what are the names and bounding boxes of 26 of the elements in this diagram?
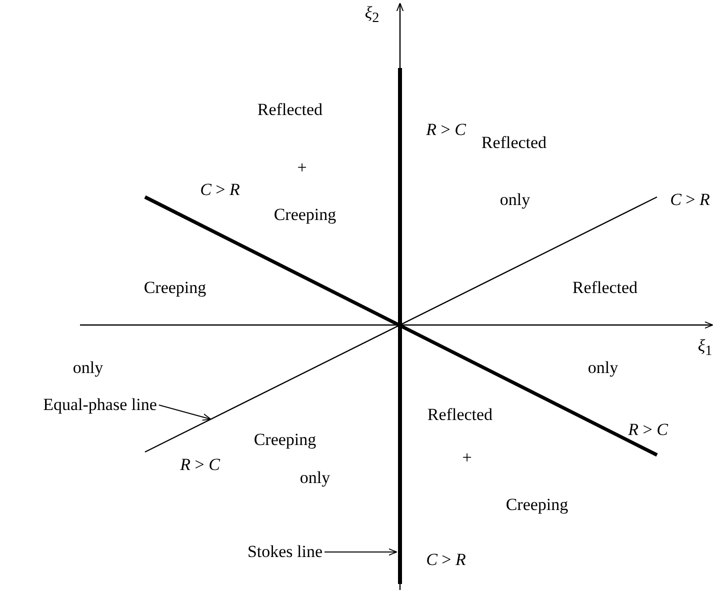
- leader-line: [324, 548, 398, 556]
- region-label: Creeping: [144, 278, 206, 298]
- region-label: C > R: [426, 550, 466, 570]
- region-label: Creeping: [254, 430, 316, 450]
- region-label: only: [300, 468, 330, 488]
- region-label: Reflected: [572, 278, 638, 298]
- region-label: R > C: [628, 420, 668, 440]
- region-label: Reflected: [257, 100, 323, 120]
- callout-text: Equal-phase line: [43, 395, 157, 415]
- region-label: only: [500, 190, 530, 210]
- region-label: +: [297, 158, 307, 178]
- leader-line: [158, 404, 212, 421]
- region-label: only: [72, 358, 104, 378]
- region-label: only: [588, 358, 618, 378]
- region-label: C > R: [200, 180, 240, 200]
- callout-text: Stokes line: [247, 542, 323, 562]
- region-label: ξ$_{2}$: [364, 2, 380, 28]
- region-label: ξ$_{1}$: [698, 336, 712, 360]
- region-label: Creeping: [274, 205, 336, 225]
- region-label: Reflected: [427, 405, 493, 425]
- region-label: +: [462, 448, 472, 468]
- region-label: Reflected: [481, 133, 547, 153]
- region-label: C > R: [670, 190, 710, 210]
- region-label: Creeping: [506, 495, 568, 515]
- region-label: R > C: [426, 120, 466, 140]
- region-label: R > C: [180, 455, 220, 475]
